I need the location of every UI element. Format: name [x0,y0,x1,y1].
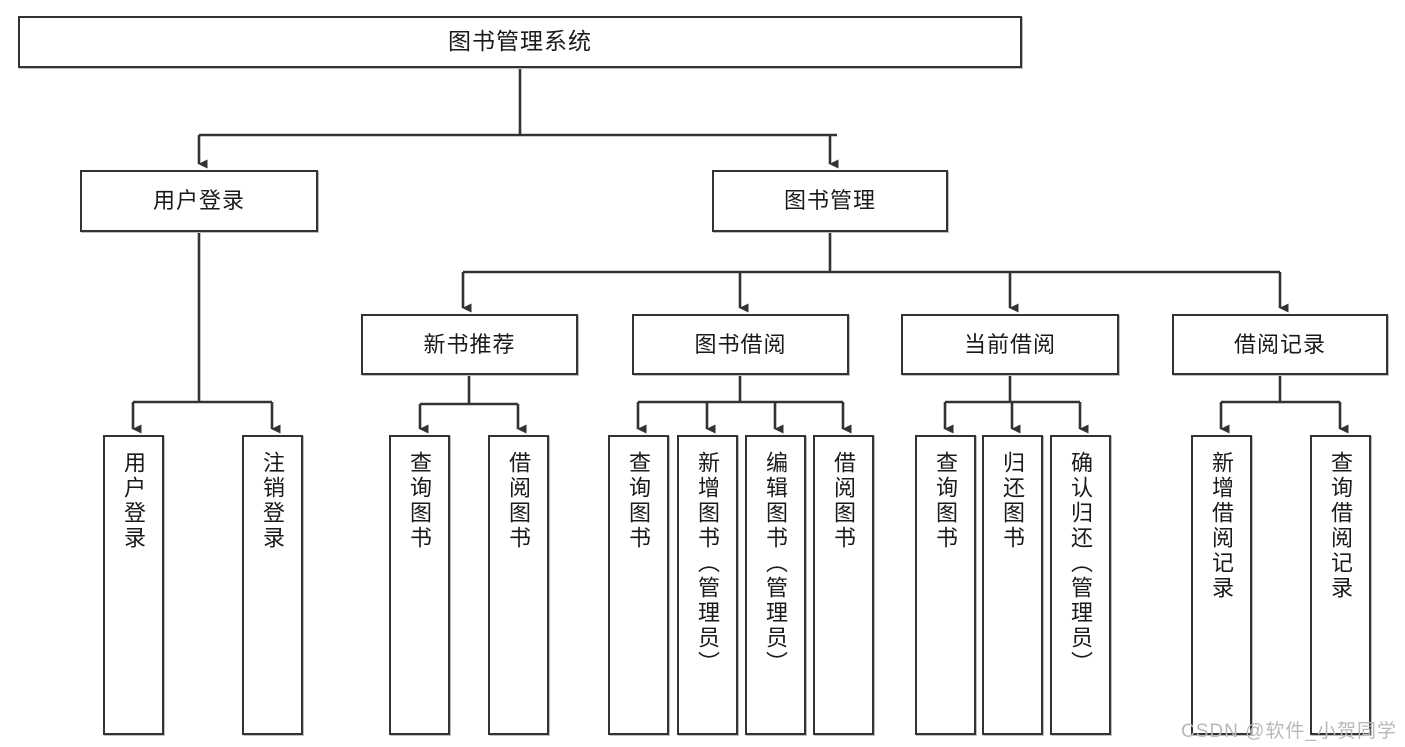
node-leaf-add-book[interactable]: 新增图书（管理员） [677,435,738,735]
node-leaf-query-book-1[interactable]: 查询图书 [389,435,450,735]
node-root-label: 图书管理系统 [448,28,592,55]
node-root[interactable]: 图书管理系统 [18,16,1022,68]
node-borrow-record-label: 借阅记录 [1233,331,1326,357]
node-leaf-confirm-return-label: 确认归还（管理员） [1068,451,1094,676]
node-book-manage-label: 图书管理 [783,188,876,214]
node-leaf-user-login-label: 用户登录 [121,451,147,551]
node-leaf-query-book-1-label: 查询图书 [407,451,433,551]
node-leaf-confirm-return[interactable]: 确认归还（管理员） [1050,435,1111,735]
node-leaf-query-record[interactable]: 查询借阅记录 [1310,435,1371,735]
node-leaf-borrow-book-2-label: 借阅图书 [831,451,857,551]
node-borrow-record[interactable]: 借阅记录 [1172,314,1388,375]
node-leaf-query-record-label: 查询借阅记录 [1328,451,1354,601]
node-leaf-edit-book-label: 编辑图书（管理员） [763,451,789,676]
node-leaf-edit-book[interactable]: 编辑图书（管理员） [745,435,806,735]
node-leaf-query-book-2[interactable]: 查询图书 [608,435,669,735]
node-leaf-query-book-2-label: 查询图书 [626,451,652,551]
node-leaf-add-record-label: 新增借阅记录 [1209,451,1235,601]
node-leaf-logout-login[interactable]: 注销登录 [242,435,303,735]
node-book-borrow-label: 图书借阅 [694,331,787,357]
node-new-book-recommend[interactable]: 新书推荐 [361,314,578,375]
node-leaf-add-record[interactable]: 新增借阅记录 [1191,435,1252,735]
node-book-manage[interactable]: 图书管理 [712,170,948,232]
node-user-login[interactable]: 用户登录 [80,170,318,232]
node-leaf-return-book[interactable]: 归还图书 [982,435,1043,735]
node-leaf-query-book-3-label: 查询图书 [933,451,959,551]
node-leaf-logout-login-label: 注销登录 [260,451,286,551]
node-leaf-borrow-book-2[interactable]: 借阅图书 [813,435,874,735]
node-leaf-return-book-label: 归还图书 [1000,451,1026,551]
node-leaf-add-book-label: 新增图书（管理员） [695,451,721,676]
node-leaf-query-book-3[interactable]: 查询图书 [915,435,976,735]
node-leaf-borrow-book-1[interactable]: 借阅图书 [488,435,549,735]
node-new-book-recommend-label: 新书推荐 [423,331,516,357]
node-leaf-borrow-book-1-label: 借阅图书 [506,451,532,551]
node-user-login-label: 用户登录 [152,188,245,214]
node-current-borrow-label: 当前借阅 [963,331,1056,357]
node-current-borrow[interactable]: 当前借阅 [901,314,1119,375]
node-book-borrow[interactable]: 图书借阅 [632,314,849,375]
node-leaf-user-login[interactable]: 用户登录 [103,435,164,735]
